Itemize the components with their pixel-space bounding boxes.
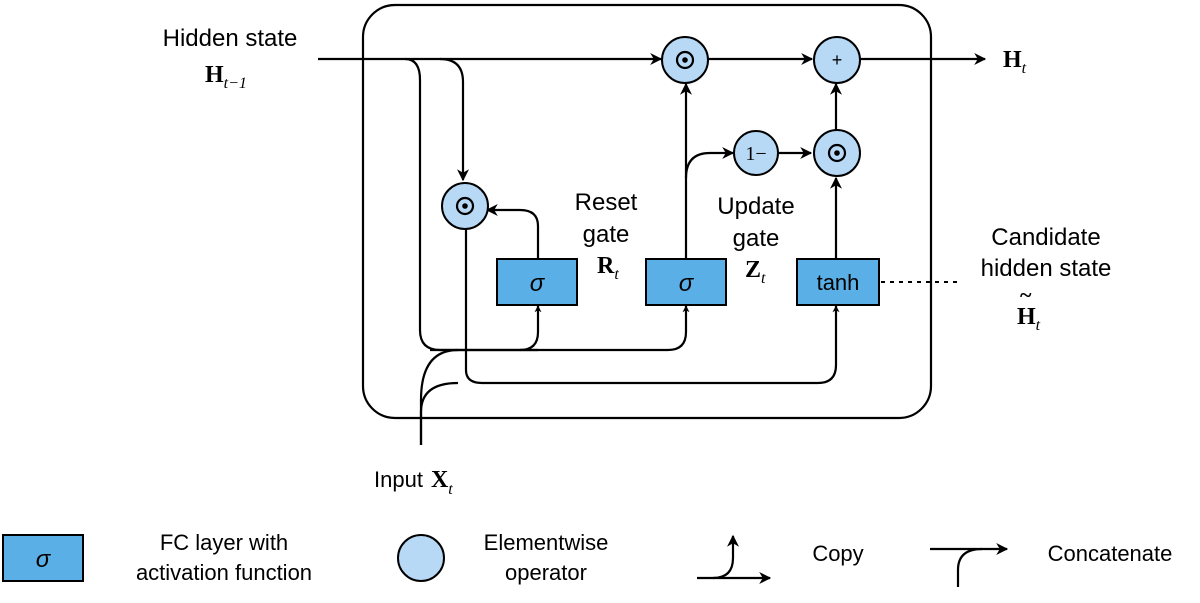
update-gate-fc-block: σ bbox=[645, 258, 727, 306]
candidate-multiply-operator bbox=[813, 129, 861, 177]
legend-fc-line-1: FC layer with bbox=[160, 530, 288, 555]
candidate-tanh-block: tanh bbox=[796, 258, 880, 306]
update-gate-symbol: Zt bbox=[745, 257, 766, 287]
legend-op-line-2: operator bbox=[505, 560, 587, 585]
output-symbol: Ht bbox=[1003, 47, 1027, 77]
legend-op-line-1: Elementwise bbox=[484, 530, 609, 555]
wires bbox=[318, 53, 987, 445]
legend-copy-label: Copy bbox=[812, 541, 863, 566]
legend-fc-line-2: activation function bbox=[136, 560, 312, 585]
svg-text:σ: σ bbox=[530, 270, 546, 297]
svg-text:σ: σ bbox=[679, 270, 695, 297]
legend-fc-block: σ bbox=[2, 534, 84, 582]
candidate-symbol: Ht bbox=[1017, 304, 1041, 334]
hidden-state-label: Hidden state bbox=[163, 25, 298, 52]
plus-operator: + bbox=[813, 36, 861, 84]
legend-operator-circle bbox=[397, 534, 445, 582]
reset-gate-label-1: Reset bbox=[575, 189, 638, 216]
legend-concatenate-label: Concatenate bbox=[1048, 541, 1173, 566]
top-multiply-operator bbox=[661, 36, 709, 84]
reset-gate-label-2: gate bbox=[583, 221, 630, 248]
legend-copy-icon bbox=[697, 534, 772, 584]
svg-text:+: + bbox=[832, 50, 843, 70]
hidden-prev-symbol: Ht−1 bbox=[205, 62, 247, 92]
reset-gate-symbol: Rt bbox=[597, 253, 619, 283]
reset-gate-fc-block: σ bbox=[496, 258, 578, 306]
reset-multiply-operator bbox=[441, 182, 489, 230]
svg-text:σ: σ bbox=[36, 546, 52, 573]
gru-cell-frame bbox=[361, 3, 933, 420]
candidate-tilde: ~ bbox=[1020, 282, 1032, 307]
legend-concatenate-icon bbox=[930, 543, 1009, 587]
legend: σ FC layer with activation function Elem… bbox=[2, 530, 1173, 587]
update-gate-label-1: Update bbox=[717, 193, 794, 220]
svg-text:tanh: tanh bbox=[817, 270, 860, 295]
candidate-label-2: hidden state bbox=[981, 255, 1112, 282]
svg-text:1−: 1− bbox=[745, 143, 766, 165]
update-gate-label-2: gate bbox=[733, 225, 780, 252]
candidate-label-1: Candidate bbox=[991, 224, 1100, 251]
one-minus-operator: 1− bbox=[733, 130, 779, 176]
